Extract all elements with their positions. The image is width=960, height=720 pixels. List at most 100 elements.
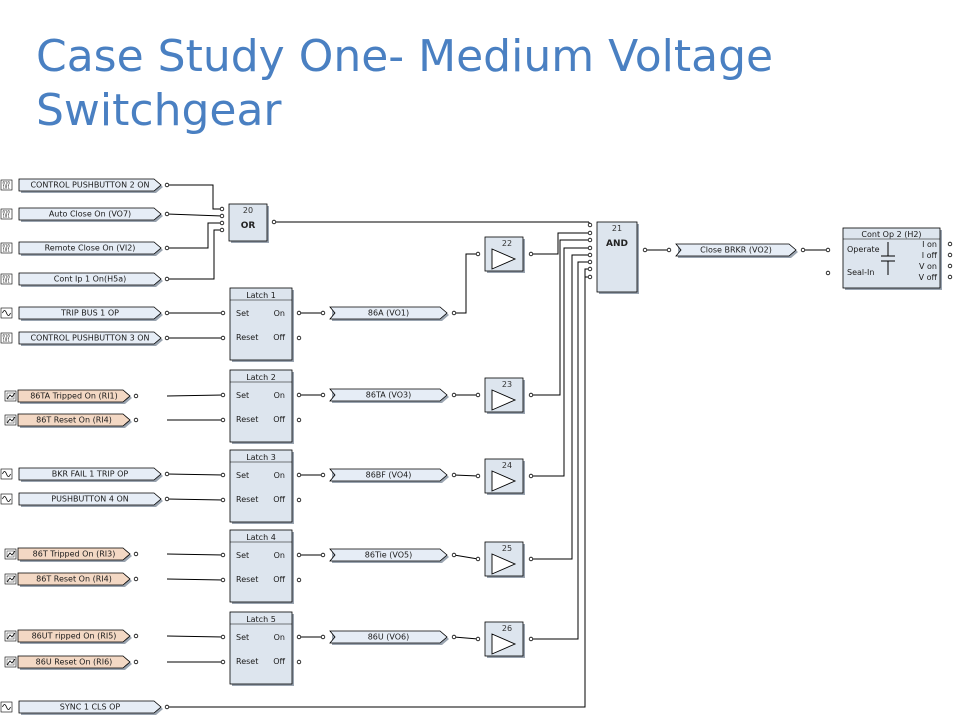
input-tag[interactable]: PUSHBUTTON 4 ON	[18, 492, 163, 507]
connector-dot	[220, 659, 226, 665]
input-operand[interactable]: TRIP BUS 1 OP	[0, 306, 163, 321]
virtual-output-tag[interactable]: 86U (VO6)	[329, 630, 449, 645]
icon-glyph	[6, 416, 15, 424]
tag-label: 86BF (VO4)	[366, 471, 412, 480]
connector-dot	[320, 472, 326, 478]
connector-dot	[220, 335, 226, 341]
input-tag[interactable]: Cont Ip 1 On(H5a)	[18, 272, 163, 287]
input-tag[interactable]: CONTROL PUSHBUTTON 3 ON	[18, 331, 163, 346]
tag-shape	[18, 492, 162, 506]
input-operand[interactable]: SYNC 1 CLS OP	[0, 700, 163, 715]
connector-dot	[220, 577, 226, 583]
tag-label: PUSHBUTTON 4 ON	[51, 495, 129, 504]
icon-glyph	[2, 471, 11, 477]
connector-dot	[164, 245, 170, 251]
latch-set-label: Set	[236, 633, 249, 642]
input-tag[interactable]: 86T Tripped On (RI3)	[17, 547, 132, 562]
latch-set-label: Set	[236, 551, 249, 560]
not-gate[interactable]: 22	[484, 236, 525, 273]
connector-dot	[164, 335, 170, 341]
icon-glyph	[6, 416, 16, 424]
connector-dot	[587, 252, 593, 258]
input-tag[interactable]: 86UT ripped On (RI5)	[17, 629, 132, 644]
gate-number: 22	[502, 239, 512, 248]
buffer-symbol	[491, 389, 517, 411]
input-operand[interactable]: PUSHBUTTON 4 ON	[0, 492, 163, 507]
wire-layer	[166, 184, 828, 708]
input-tag[interactable]: 86TA Tripped On (RI1)	[17, 389, 132, 404]
icon-glyph: 101	[3, 338, 11, 343]
buffer-symbol	[491, 553, 517, 575]
tag-label: 86Tie (VO5)	[365, 551, 412, 560]
connector-dot	[475, 392, 481, 398]
tag-shape	[17, 413, 131, 427]
icon-glyph	[6, 392, 16, 400]
buffer-symbol	[491, 633, 517, 655]
input-operand[interactable]: BKR FAIL 1 TRIP OP	[0, 467, 163, 482]
input-operand[interactable]: 86UT ripped On (RI5)	[4, 629, 132, 644]
gate-number: 26	[502, 624, 512, 633]
tag-shape	[329, 388, 448, 402]
connector-dot	[164, 704, 170, 710]
connector-dot	[947, 252, 953, 258]
tag-label: SYNC 1 CLS OP	[60, 703, 121, 712]
icon-glyph	[6, 632, 16, 640]
virtual-output-tag[interactable]: 86TA (VO3)	[329, 388, 449, 403]
virtual-output-tag[interactable]: 86Tie (VO5)	[329, 548, 449, 563]
input-operand[interactable]: 86TA Tripped On (RI1)	[4, 389, 132, 404]
tag-shape	[18, 207, 162, 221]
wire	[531, 261, 590, 640]
connector-dot	[528, 556, 534, 562]
latch-on-label: On	[274, 391, 285, 400]
wire	[166, 578, 224, 581]
input-operand[interactable]: 86T Reset On (RI4)	[4, 572, 132, 587]
input-tag[interactable]: Remote Close On (VI2)	[18, 241, 163, 256]
tag-shape	[675, 243, 797, 257]
icon-glyph	[6, 575, 16, 583]
connector-dot	[220, 552, 226, 558]
input-tag[interactable]: SYNC 1 CLS OP	[18, 700, 163, 715]
contact-output-title: Cont Op 2 (H2)	[861, 230, 921, 239]
not-gate[interactable]: 23	[484, 377, 525, 414]
virtual-output-tag[interactable]: 86A (VO1)	[329, 306, 449, 321]
latch-off-label: Off	[273, 333, 285, 342]
close-output-tag[interactable]: Close BRKR (VO2)	[675, 243, 798, 258]
input-tag[interactable]: Auto Close On (VO7)	[18, 207, 163, 222]
icon-glyph	[6, 575, 15, 583]
not-gate[interactable]: 24	[484, 458, 525, 495]
input-tag[interactable]: 86U Reset On (RI6)	[17, 655, 132, 670]
connector-dot	[296, 552, 302, 558]
input-operand[interactable]: 86T Tripped On (RI3)	[4, 547, 132, 562]
connector-dot	[296, 634, 302, 640]
not-gate[interactable]: 26	[484, 621, 525, 658]
input-operand[interactable]: 86T Reset On (RI4)	[4, 413, 132, 428]
icon-glyph: 101	[3, 279, 11, 284]
input-tag[interactable]: 86T Reset On (RI4)	[17, 572, 132, 587]
input-tag[interactable]: 86T Reset On (RI4)	[17, 413, 132, 428]
connector-dot	[475, 251, 481, 257]
input-tag[interactable]: BKR FAIL 1 TRIP OP	[18, 467, 163, 482]
not-gate[interactable]: 25	[484, 541, 525, 578]
gate-name: AND	[606, 239, 628, 249]
input-tag[interactable]: TRIP BUS 1 OP	[18, 306, 163, 321]
input-tag[interactable]: CONTROL PUSHBUTTON 2 ON	[18, 178, 163, 193]
connector-dot	[296, 392, 302, 398]
wire	[454, 253, 478, 314]
digital-icon	[0, 332, 13, 344]
virtual-output-tag[interactable]: 86BF (VO4)	[329, 468, 449, 483]
tag-label: 86A (VO1)	[368, 309, 409, 318]
input-operand[interactable]: 86U Reset On (RI6)	[4, 655, 132, 670]
